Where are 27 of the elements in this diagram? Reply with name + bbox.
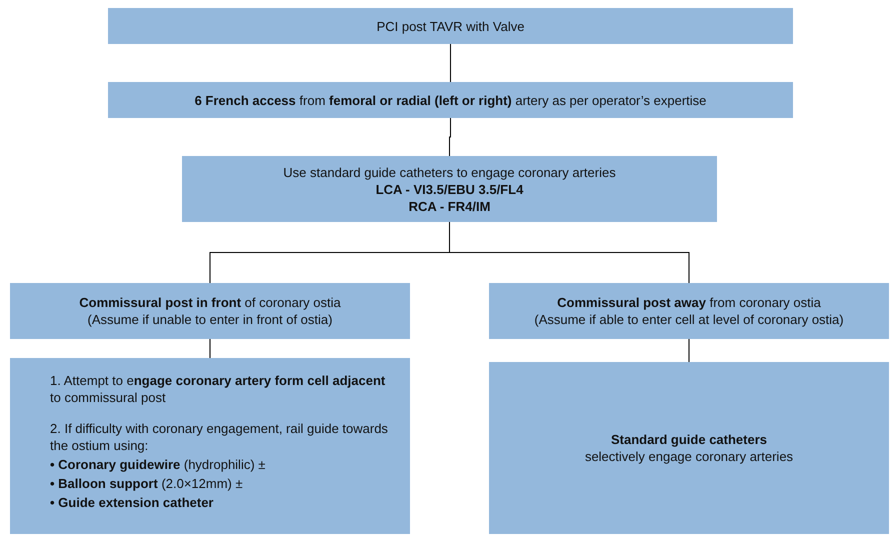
connector-line <box>688 338 690 362</box>
connector-line <box>450 44 451 82</box>
connector-line <box>449 222 690 284</box>
list-item: 1. Attempt to engage coronary artery form cell adjacent to commissural post <box>50 372 386 406</box>
box-text: Use standard guide catheters to engage coronary arteries <box>283 164 616 180</box>
box-subtext: (Assume if able to enter cell at level of coronary ostia) <box>534 311 844 328</box>
box-text: Standard guide catheters <box>610 431 768 448</box>
box-subtext: LCA - VI3.5/EBU 3.5/FL4 <box>376 180 524 198</box>
box-subtext: (Assume if unable to enter in front of ostia) <box>88 311 332 328</box>
process-box <box>182 156 717 222</box>
box-text: Commissural post away from coronary ostia <box>557 294 821 311</box>
decision-box <box>10 283 410 339</box>
process-box <box>489 362 889 534</box>
decision-box <box>489 283 889 339</box>
process-box <box>10 358 410 534</box>
list-item: 2. If difficulty with coronary engagement, rail guide towards the ostium using: <box>50 420 389 454</box>
box-text: Commissural post in front of coronary ostia <box>79 294 341 311</box>
bullet-item: • Guide extension catheter <box>50 494 214 511</box>
bullet-item: • Balloon support (2.0×12mm) ± <box>50 475 243 492</box>
bullet-item: • Coronary guidewire (hydrophilic) ± <box>50 456 266 473</box>
box-subtext: RCA - FR4/IM <box>408 198 490 214</box>
box-subtext: selectively engage coronary arteries <box>584 448 794 465</box>
box-text: 6 French access from femoral or radial (left or right) artery as per operator’s expertise <box>194 92 706 108</box>
process-box <box>108 82 793 118</box>
box-text: PCI post TAVR with Valve <box>376 18 524 34</box>
process-box <box>108 8 793 44</box>
connector-line <box>449 118 451 156</box>
